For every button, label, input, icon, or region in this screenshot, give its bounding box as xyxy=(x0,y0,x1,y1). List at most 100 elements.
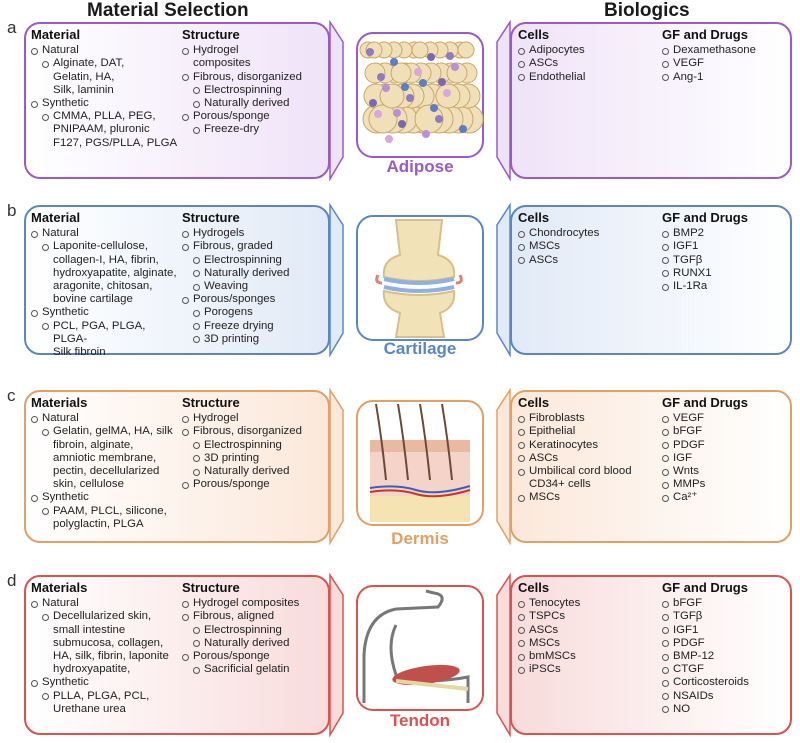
cell-dot-shape xyxy=(451,63,459,71)
list-item: NSAIDs xyxy=(662,690,790,703)
gf-drugs-column-title: GF and Drugs xyxy=(662,580,748,595)
material-column-title: Material xyxy=(31,27,81,42)
connector-right-shape xyxy=(496,573,511,737)
connector-right-shape xyxy=(496,203,511,357)
list-item: Adipocytes xyxy=(518,44,658,57)
list-item: Ang-1 xyxy=(662,71,790,84)
hypodermis-shape xyxy=(370,496,470,522)
list-item: Weaving xyxy=(182,280,328,293)
cell-dot-shape xyxy=(390,58,398,66)
cell-dot-shape xyxy=(382,84,390,92)
list-item: Hydrogel xyxy=(182,44,328,57)
list-item: Gelatin, HA, xyxy=(53,70,115,83)
cell-dot-shape xyxy=(427,53,435,61)
dermis-illustration xyxy=(356,400,484,526)
list-item: PDGF xyxy=(662,439,790,452)
list-item: Keratinocytes xyxy=(518,439,658,452)
list-item: Porous/sponges xyxy=(182,293,328,306)
list-item: Fibroblasts xyxy=(518,412,658,425)
list-item: IGF xyxy=(662,452,790,465)
cell-dot-shape xyxy=(377,73,385,81)
vein-shape xyxy=(369,485,471,494)
list-item: Synthetic xyxy=(31,306,179,319)
list-item: TGFβ xyxy=(662,610,790,623)
list-item: Naturally derived xyxy=(182,97,328,110)
list-item: Porogens xyxy=(182,306,328,319)
illustration-frame-shape xyxy=(356,585,484,711)
list-item: Natural xyxy=(31,44,179,57)
cell-dot-shape xyxy=(369,99,377,107)
list-item: IGF1 xyxy=(662,624,790,637)
list-item: Fibrous, disorganized xyxy=(182,425,328,438)
list-item: Electrospinning xyxy=(182,84,328,97)
connector-left-shape xyxy=(329,388,344,545)
material-selection-box xyxy=(24,22,330,179)
connector-shapes xyxy=(329,20,511,181)
list-item: iPSCs xyxy=(518,663,658,676)
structure-column-title: Structure xyxy=(182,580,240,595)
list-item: IGF1 xyxy=(662,240,790,253)
list-item: Sacrificial gelatin xyxy=(182,663,328,676)
list-item: Silk, laminin xyxy=(53,83,114,96)
connector-shapes xyxy=(329,573,511,737)
list-item: VEGF xyxy=(662,412,790,425)
cartilage-shape xyxy=(383,285,455,293)
list-item: Natural xyxy=(31,412,179,425)
list-item: amniotic membrane, xyxy=(53,451,157,464)
list-item: 3D printing xyxy=(182,333,328,346)
adipocyte-shape xyxy=(390,62,412,84)
list-item: CMMA, PLLA, PEG, xyxy=(31,110,179,123)
artery-shape xyxy=(369,489,471,498)
list-item: MMPs xyxy=(662,478,790,491)
hair-shape xyxy=(441,403,453,481)
structure-column-title: Structure xyxy=(182,395,240,410)
biologics-box xyxy=(510,390,792,543)
cell-dot-shape xyxy=(414,68,422,76)
list-item: Chondrocytes xyxy=(518,227,658,240)
cell-dot-shape xyxy=(406,94,414,102)
material-column-title: Materials xyxy=(31,395,88,410)
cell-dot-shape xyxy=(438,78,446,86)
biologics-box xyxy=(510,22,792,179)
list-item: 3D printing xyxy=(182,452,328,465)
panel-letter: d xyxy=(7,571,17,590)
list-item: aragonite, chitosan, xyxy=(53,280,153,293)
list-item: MSCs xyxy=(518,637,658,650)
cells-column-title: Cells xyxy=(518,210,550,225)
cartilage-illustration xyxy=(356,215,484,341)
list-item: CD34+ cells xyxy=(529,478,591,491)
cell-dot-shape xyxy=(393,109,401,117)
list-item: TSPCs xyxy=(518,610,658,623)
list-item: Wnts xyxy=(662,465,790,478)
list-item: Gelatin, gelMA, HA, silk xyxy=(31,425,179,438)
structure-column-title: Structure xyxy=(182,210,240,225)
muscle-shape xyxy=(392,664,460,686)
list-item: Laponite-cellulose, xyxy=(31,240,179,253)
adipocyte-shape xyxy=(368,104,398,134)
cell-dot-shape xyxy=(443,89,451,97)
list-item: ASCs xyxy=(518,57,658,70)
list-item: NO xyxy=(662,703,790,716)
list-item: Hydrogel xyxy=(182,412,328,425)
list-item: PDGF xyxy=(662,637,790,650)
lower-bone-shape xyxy=(382,289,456,338)
material-column-title: Material xyxy=(31,210,81,225)
list-item: Electrospinning xyxy=(182,439,328,452)
list-item: Natural xyxy=(31,227,179,240)
list-item: F127, PGS/PLLA, PLGA xyxy=(53,136,178,149)
biologics-box xyxy=(510,205,792,355)
panel-letter: a xyxy=(7,18,17,37)
list-item: Porous/sponge xyxy=(182,110,328,123)
panel-letter: b xyxy=(7,201,17,220)
list-item: VEGF xyxy=(662,57,790,70)
list-item: Fibrous, aligned xyxy=(182,610,328,623)
cell-dot-shape xyxy=(385,135,393,143)
list-item: Freeze-dry xyxy=(182,123,328,136)
